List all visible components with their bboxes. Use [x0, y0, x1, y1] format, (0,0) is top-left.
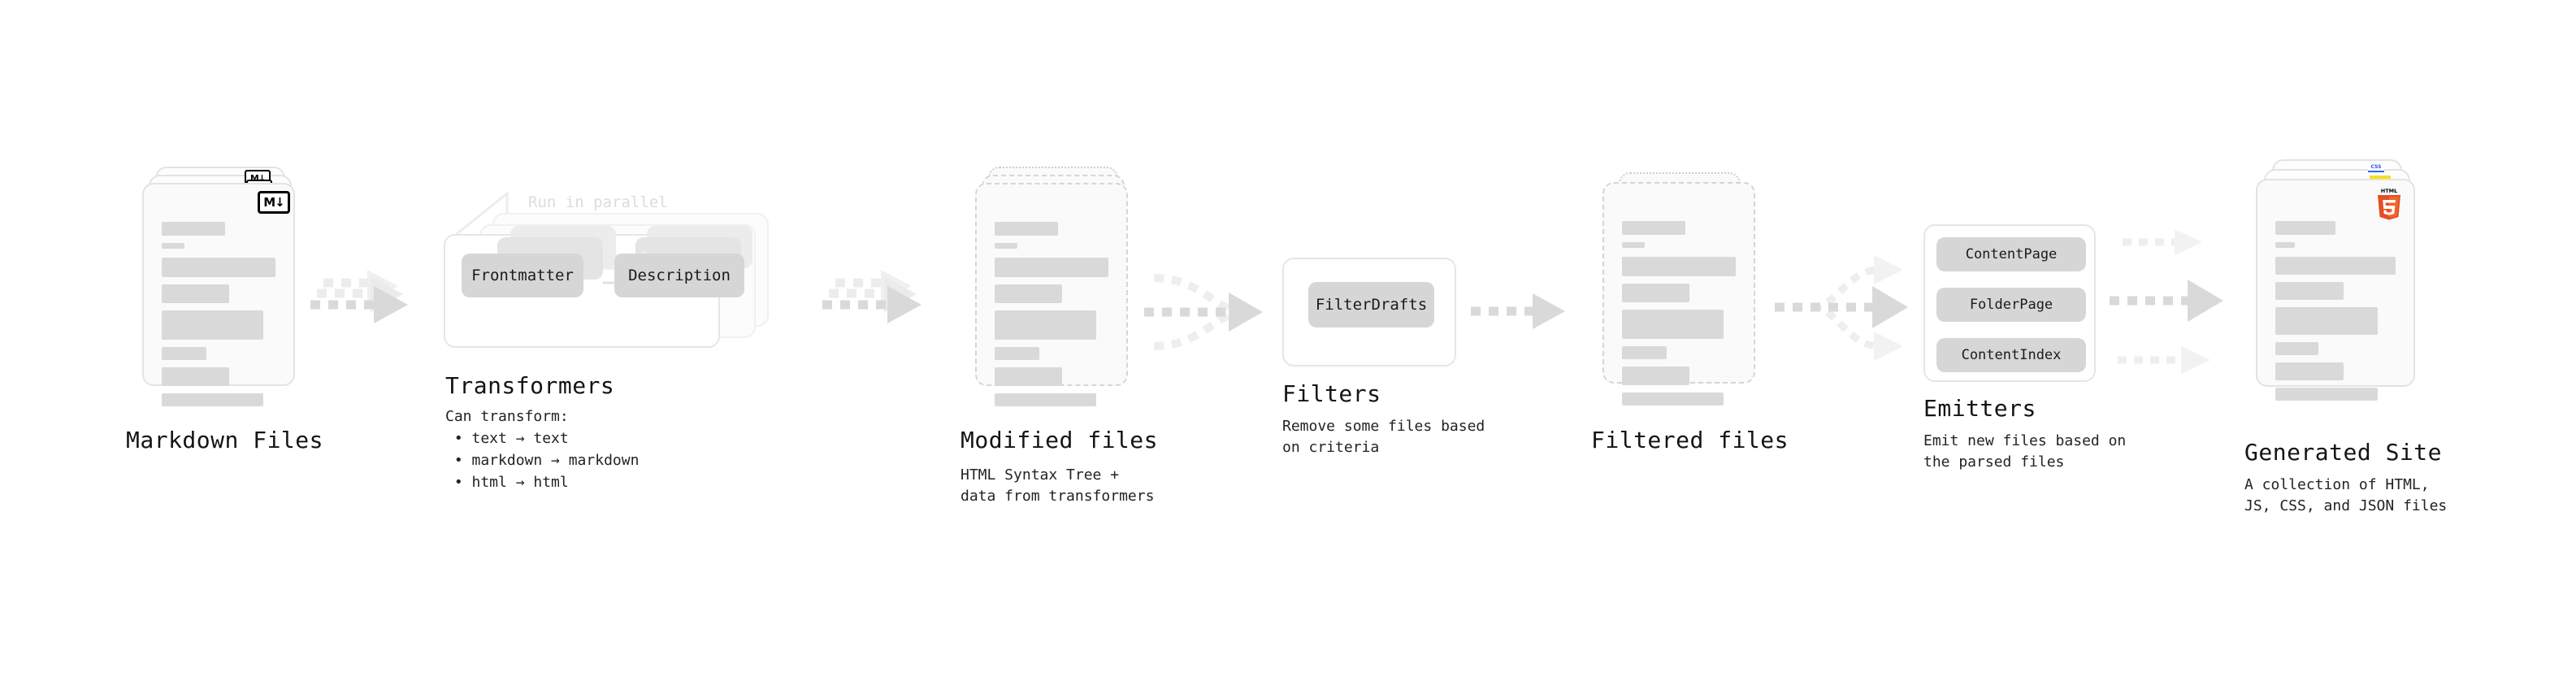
modified-files-label: Modified files — [961, 427, 1159, 453]
transformers-group: Frontmatter Description — [444, 190, 785, 374]
emitters-label: Emitters — [1923, 395, 2036, 422]
filters-desc-line-2: on criteria — [1282, 439, 1380, 456]
transformers-desc-line-2: • markdown → markdown — [445, 452, 640, 469]
filtered-card-front — [1602, 182, 1755, 406]
description-chip[interactable]: Description — [614, 254, 744, 297]
arrow-markdown-to-transformers — [310, 270, 408, 323]
markdown-files-stack: M↓ M↓ M↓ — [126, 167, 313, 427]
generated-desc-line-2: JS, CSS, and JSON files — [2244, 497, 2448, 514]
modified-files-stack — [959, 167, 1146, 427]
filter-drafts-chip[interactable]: FilterDrafts — [1308, 282, 1434, 327]
modified-skeleton-bars — [995, 222, 1108, 414]
emitters-desc-line-2: the parsed files — [1923, 453, 2065, 471]
html5-icon: HTML — [2378, 188, 2400, 220]
generated-desc-line-1: A collection of HTML, — [2244, 476, 2430, 493]
markdown-skeleton-bars — [162, 222, 275, 414]
css-icon-text: CSS — [2370, 164, 2382, 170]
arrow-transformers-to-modified — [822, 270, 922, 323]
frontmatter-chip[interactable]: Frontmatter — [462, 254, 583, 297]
filters-label: Filters — [1282, 380, 1381, 407]
filtered-skeleton-bars — [1622, 221, 1736, 413]
modified-card-front — [975, 183, 1128, 406]
content-page-chip[interactable]: ContentPage — [1936, 237, 2086, 271]
transformers-label: Transformers — [445, 372, 615, 399]
emitters-group: ContentPage FolderPage ContentIndex — [1923, 224, 2096, 382]
modified-desc-line-2: data from transformers — [961, 488, 1155, 505]
svg-text:HTML: HTML — [2381, 188, 2397, 194]
arrow-modified-to-filters-merge — [1144, 274, 1263, 350]
markdown-card-front — [142, 183, 295, 406]
generated-site-stack: CSS HTML — [2243, 159, 2438, 427]
site-skeleton-bars — [2275, 221, 2396, 408]
filtered-files-label: Filtered files — [1591, 427, 1789, 453]
content-index-chip[interactable]: ContentIndex — [1936, 338, 2086, 372]
markdown-icon: M↓ — [258, 191, 290, 214]
transformers-desc-intro: Can transform: — [445, 408, 569, 425]
arrow-emitters-to-site — [2110, 229, 2223, 374]
filters-desc-line-1: Remove some files based — [1282, 418, 1485, 435]
run-in-parallel-label: Run in parallel — [528, 193, 668, 211]
filters-group: FilterDrafts — [1282, 258, 1456, 367]
modified-desc-line-1: HTML Syntax Tree + — [961, 466, 1120, 484]
filtered-files-stack — [1589, 172, 1776, 432]
emitters-desc-line-1: Emit new files based on — [1923, 432, 2127, 449]
markdown-files-label: Markdown Files — [126, 427, 324, 453]
folder-page-chip[interactable]: FolderPage — [1936, 288, 2086, 322]
generated-site-label: Generated Site — [2244, 439, 2443, 466]
css-icon: CSS — [2368, 164, 2384, 174]
transformers-desc-line-1: • text → text — [445, 430, 569, 447]
arrow-filters-to-filtered — [1471, 293, 1565, 329]
transformers-desc-line-3: • html → html — [445, 474, 569, 491]
arrow-filtered-to-emitters-split — [1775, 255, 1908, 361]
